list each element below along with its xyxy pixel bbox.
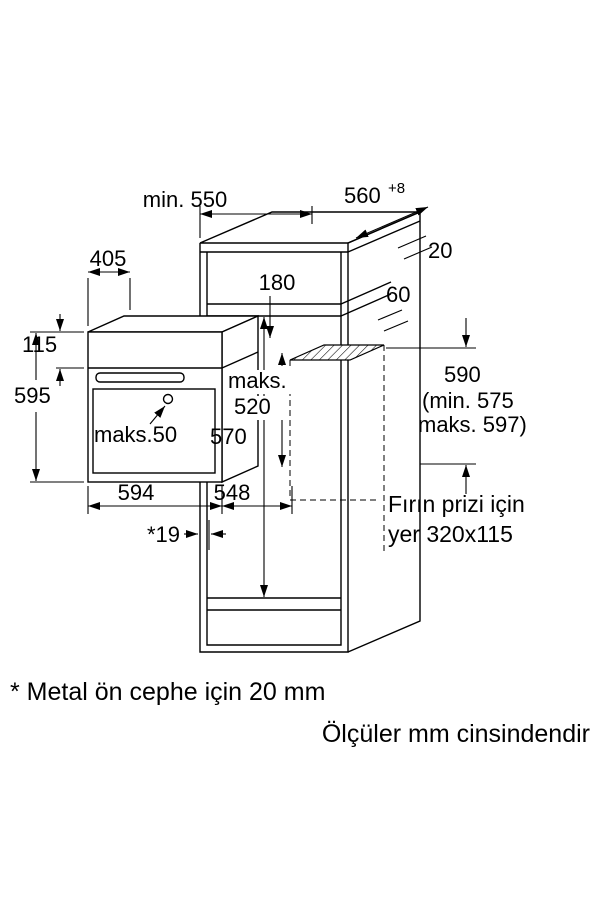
- dimension-labels: min. 550 560 +8 20 405 115 595 180 60 ma…: [14, 180, 527, 547]
- label-min-550: min. 550: [143, 187, 227, 212]
- label-570: 570: [210, 424, 247, 449]
- oven: [87, 314, 259, 484]
- label-20: 20: [428, 238, 452, 263]
- label-clearing: [226, 370, 294, 394]
- socket-hatch: [289, 344, 385, 361]
- oven-control-panel-line: [88, 351, 259, 369]
- label-560-tolerance: +8: [388, 180, 405, 197]
- label-594: 594: [118, 480, 155, 505]
- footnote-metal-front: * Metal ön cephe için 20 mm: [10, 678, 325, 706]
- hidden-line-left: [289, 360, 380, 501]
- footnote-units: Ölçüler mm cinsindendir: [322, 720, 590, 748]
- cabinet-floor: [207, 597, 341, 611]
- label-19: *19: [147, 522, 180, 547]
- oven-front-face: [87, 331, 223, 483]
- cabinet-side-face: [347, 210, 421, 653]
- socket-note-line2: yer 320x115: [388, 521, 513, 547]
- dim-560: [355, 206, 429, 239]
- socket-note: Fırın prizi için yer 320x115: [388, 491, 525, 547]
- cabinet-top-face: [199, 211, 421, 244]
- label-405: 405: [90, 246, 127, 271]
- label-548: 548: [214, 480, 251, 505]
- footnotes: * Metal ön cephe için 20 mm Ölçüler mm c…: [10, 678, 590, 748]
- socket-note-line1: Fırın prizi için: [388, 491, 525, 517]
- label-60: 60: [386, 282, 410, 307]
- label-clearing: [230, 396, 286, 420]
- label-595: 595: [14, 383, 51, 408]
- label-115: 115: [22, 332, 57, 357]
- label-590-max: maks. 597): [418, 412, 527, 437]
- dimension-lines: [31, 206, 471, 597]
- label-180: 180: [259, 270, 296, 295]
- label-520: 520: [234, 394, 271, 419]
- oven-handle: [95, 372, 185, 383]
- cabinet-shelf: [207, 281, 392, 317]
- detail-marker: [162, 393, 174, 405]
- label-maks: maks.: [228, 368, 287, 393]
- oven-door: [92, 388, 216, 474]
- label-590-min: (min. 575: [422, 388, 514, 413]
- leader-maks50: [149, 405, 166, 425]
- socket-area: [289, 344, 385, 552]
- extension-lines: [30, 206, 476, 550]
- label-maks50: maks.50: [94, 422, 177, 447]
- label-590: 590: [444, 362, 481, 387]
- label-560: 560: [344, 183, 381, 208]
